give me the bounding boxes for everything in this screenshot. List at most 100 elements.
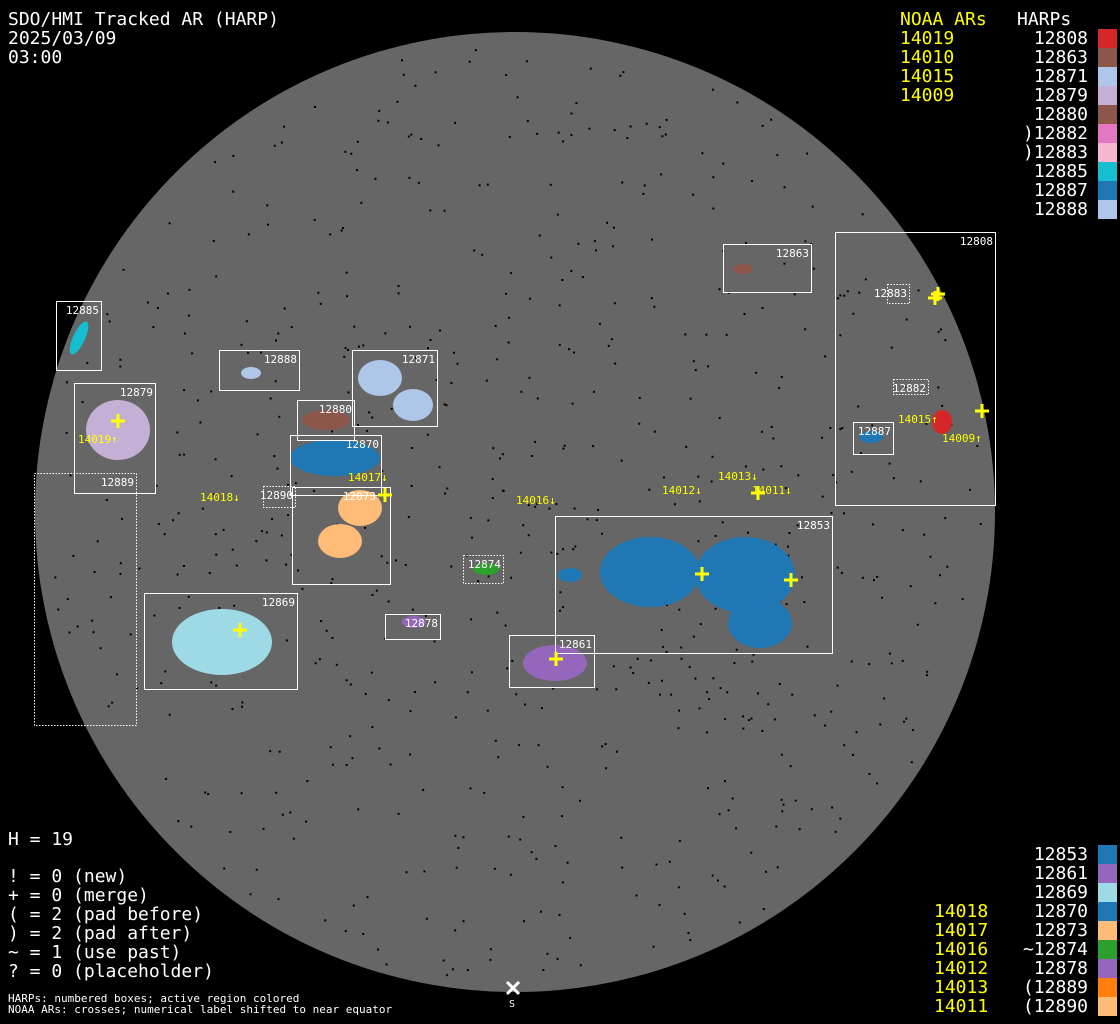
harp-box-12870[interactable] — [290, 435, 382, 496]
magnetic-pixel — [362, 932, 365, 935]
magnetic-pixel — [214, 161, 217, 164]
magnetic-pixel — [156, 306, 159, 309]
harp-color-swatch — [1098, 940, 1117, 959]
magnetic-pixel — [184, 332, 187, 335]
magnetic-pixel — [680, 646, 683, 649]
harp-count: H = 19 — [8, 829, 74, 850]
magnetic-pixel — [642, 192, 645, 195]
harp-box-12888[interactable] — [219, 350, 300, 391]
harp-color-swatch — [1098, 67, 1117, 86]
magnetic-pixel — [81, 401, 84, 404]
magnetic-pixel — [610, 338, 613, 341]
magnetic-pixel — [876, 575, 879, 578]
magnetic-pixel — [405, 871, 408, 874]
harp-box-label: 12885 — [66, 304, 99, 317]
magnetic-pixel — [799, 254, 802, 257]
harp-color-swatch — [1098, 200, 1117, 219]
magnetic-pixel — [54, 576, 57, 579]
magnetic-pixel — [557, 131, 560, 134]
magnetic-pixel — [520, 390, 523, 393]
harp-box-12853[interactable] — [555, 516, 833, 654]
magnetic-pixel — [366, 429, 369, 432]
harp-box-12863[interactable] — [723, 244, 812, 293]
magnetic-pixel — [901, 529, 904, 532]
stat-line: + = 0 (merge) — [8, 885, 149, 906]
noaa-cross-icon — [784, 573, 798, 587]
magnetic-pixel — [306, 780, 309, 783]
harp-color-swatch — [1098, 978, 1117, 997]
magnetic-pixel — [292, 837, 295, 840]
magnetic-pixel — [409, 325, 412, 328]
harp-box-label: 12882 — [893, 382, 926, 395]
magnetic-pixel — [812, 267, 815, 270]
magnetic-pixel — [697, 540, 700, 543]
magnetic-pixel — [706, 731, 709, 734]
magnetic-pixel — [552, 687, 555, 690]
magnetic-pixel — [858, 291, 861, 294]
magnetic-pixel — [643, 184, 646, 187]
magnetic-pixel — [594, 249, 597, 252]
magnetic-pixel — [215, 553, 218, 556]
harp-box-12889[interactable] — [34, 473, 137, 726]
harp-box-label: 12853 — [797, 519, 830, 532]
harp-box-12890[interactable] — [263, 486, 296, 508]
harp-box-12878[interactable] — [385, 614, 441, 640]
magnetic-pixel — [903, 720, 906, 723]
harp-box-12885[interactable] — [56, 301, 102, 371]
magnetic-pixel — [407, 135, 410, 138]
magnetic-pixel — [864, 278, 867, 281]
magnetic-pixel — [871, 424, 874, 427]
magnetic-pixel — [604, 743, 607, 746]
magnetic-pixel — [450, 565, 453, 568]
harp-box-12879[interactable] — [74, 383, 156, 494]
magnetic-pixel — [743, 312, 746, 315]
harp-box-12871[interactable] — [352, 350, 438, 427]
harp-color-swatch — [1098, 921, 1117, 940]
magnetic-pixel — [835, 481, 838, 484]
magnetic-pixel — [614, 362, 617, 365]
harp-box-12869[interactable] — [144, 593, 298, 690]
magnetic-pixel — [905, 318, 908, 321]
magnetic-pixel — [364, 693, 367, 696]
harp-color-swatch — [1098, 959, 1117, 978]
harp-box-12874[interactable] — [463, 555, 504, 584]
magnetic-pixel — [919, 480, 922, 483]
magnetic-pixel — [694, 677, 697, 680]
magnetic-pixel — [522, 815, 525, 818]
harp-box-12880[interactable] — [297, 400, 355, 441]
noaa-legend-item: 14019 — [900, 28, 955, 49]
magnetic-pixel — [290, 326, 293, 329]
harp-box-12808[interactable] — [835, 232, 996, 506]
magnetic-pixel — [401, 59, 404, 62]
magnetic-pixel — [662, 646, 665, 649]
magnetic-pixel — [474, 49, 477, 52]
magnetic-pixel — [494, 324, 497, 327]
magnetic-pixel — [297, 569, 300, 572]
magnetic-pixel — [561, 881, 564, 884]
magnetic-pixel — [692, 360, 695, 363]
harp-box-12873[interactable] — [292, 487, 391, 585]
harp-box-label: 12889 — [101, 476, 134, 489]
magnetic-pixel — [397, 284, 400, 287]
harp-box-12883[interactable] — [887, 284, 910, 304]
harp-box-12887[interactable] — [853, 422, 894, 455]
magnetic-pixel — [855, 731, 858, 734]
magnetic-pixel — [443, 209, 446, 212]
magnetic-pixel — [265, 531, 268, 534]
magnetic-pixel — [778, 386, 781, 389]
magnetic-pixel — [111, 701, 114, 704]
magnetic-pixel — [573, 507, 576, 510]
magnetic-pixel — [496, 611, 499, 614]
magnetic-pixel — [387, 699, 390, 702]
magnetic-pixel — [612, 226, 615, 229]
harp-box-12861[interactable] — [509, 635, 595, 688]
harp-box-label: 12883 — [874, 287, 907, 300]
magnetic-pixel — [569, 936, 572, 939]
magnetic-pixel — [558, 913, 561, 916]
magnetic-pixel — [537, 744, 540, 747]
magnetic-pixel — [210, 681, 213, 684]
harp-box-12882[interactable] — [893, 379, 929, 395]
magnetic-pixel — [230, 475, 233, 478]
magnetic-pixel — [836, 684, 839, 687]
magnetic-pixel — [138, 567, 141, 570]
